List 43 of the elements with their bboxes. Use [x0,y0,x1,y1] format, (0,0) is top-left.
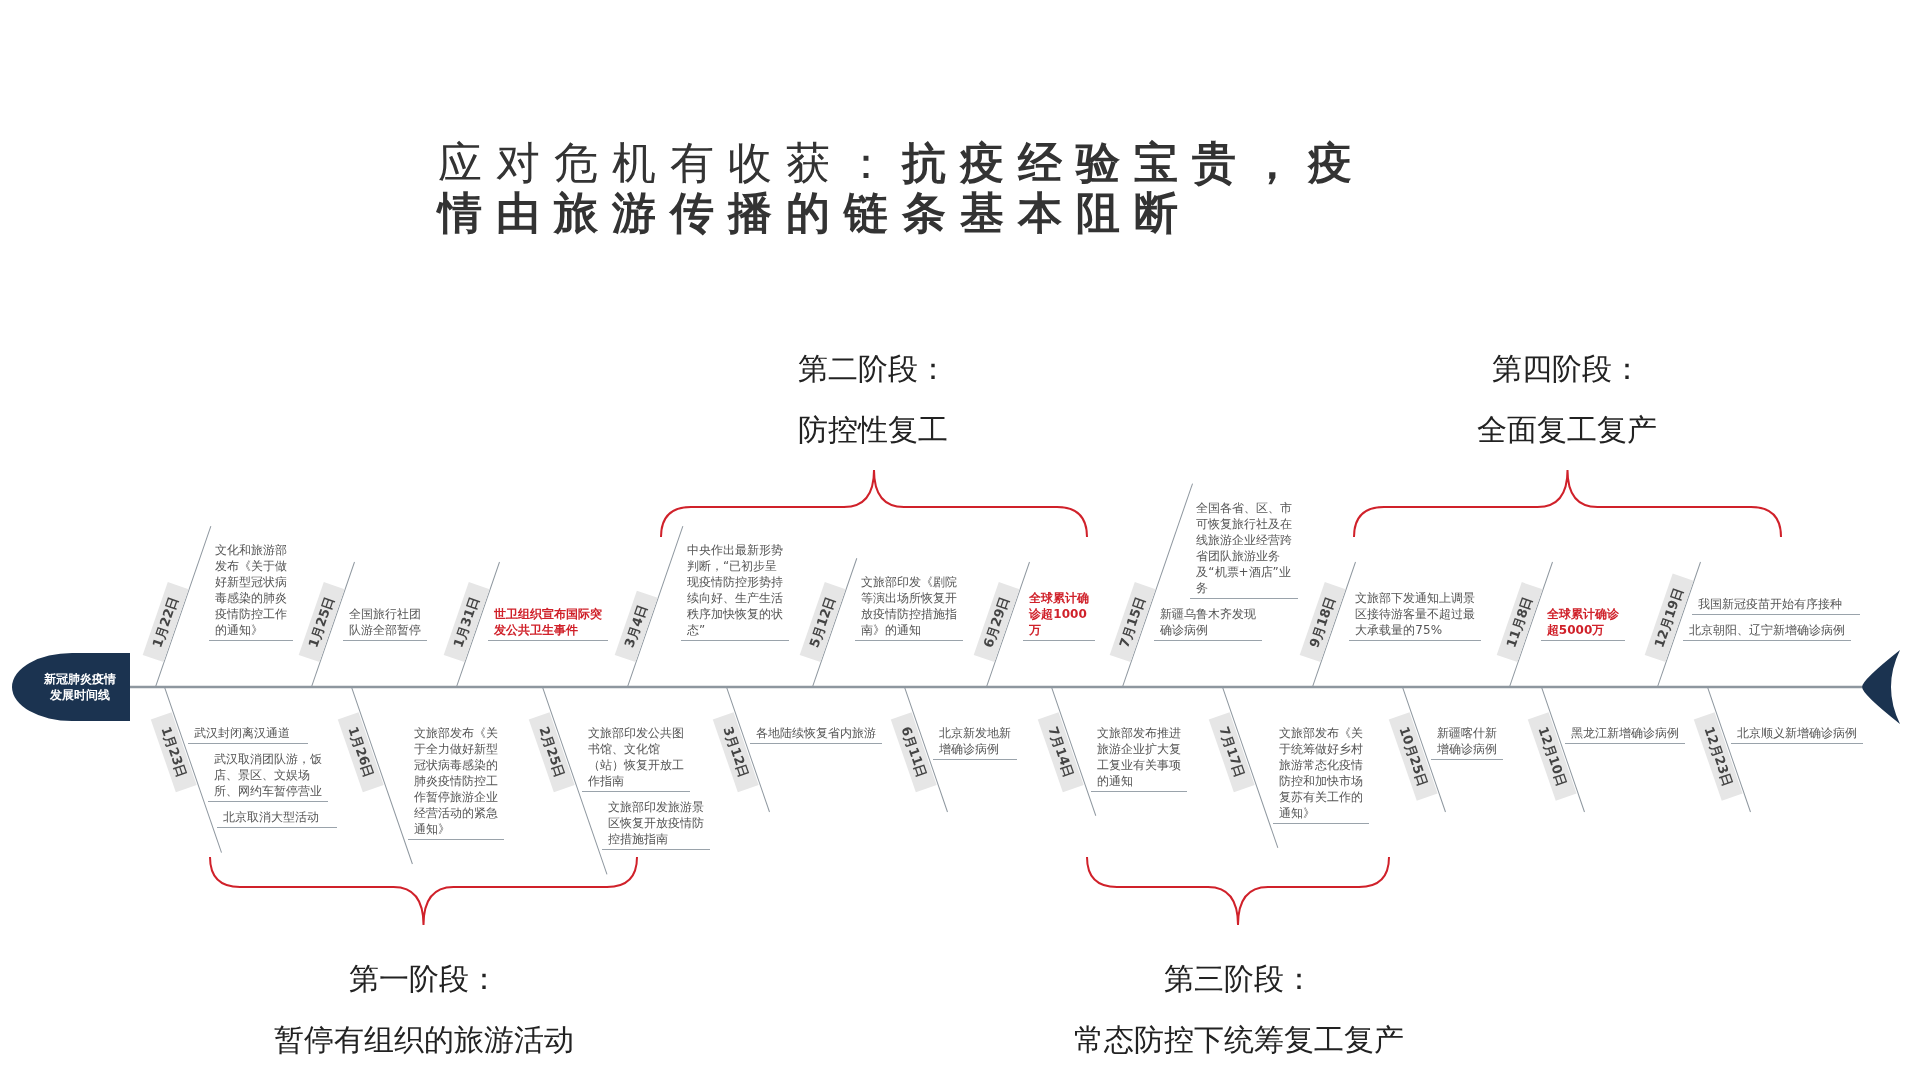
date-branch: 7月14日 [1029,687,1097,824]
timeline-head-shape: 新冠肺炎疫情发展时间线 [12,653,130,721]
date-branch: 1月22日 [133,518,212,687]
timeline-spine-line [130,685,1862,689]
event-text: 全国旅行社团队游全部暂停 [342,606,427,641]
date-branch: 7月17日 [1200,687,1279,856]
date-branch: 3月4日 [605,518,684,687]
event-text: 文旅部发布《关于全力做好新型冠状病毒感染的肺炎疫情防控工作暂停旅游企业经营活动的紧急通知》 [407,725,504,840]
event-text: 全球累计确诊超5000万 [1540,606,1625,641]
event-text: 中央作出最新形势判断，“已初步呈现疫情防控形势持续向好、生产生活秩序加快恢复的状态” [680,542,789,641]
event-text: 全球累计确诊超1000万 [1023,590,1096,641]
phase-heading: 第四阶段： [1492,350,1642,388]
event-text: 文旅部印发旅游景区恢复开放疫情防控措施指南 [602,799,711,850]
event-text: 黑龙江新增确诊病例 [1564,725,1685,744]
event-text: 新疆乌鲁木齐发现确诊病例 [1153,606,1262,641]
event-text: 新疆喀什新增确诊病例 [1431,725,1504,760]
event-text: 文旅部印发《剧院等演出场所恢复开放疫情防控措施指南》的通知 [854,574,963,641]
event-text: 世卫组织宣布国际突发公共卫生事件 [487,606,608,641]
phase-name: 常态防控下统筹复工复产 [1074,1021,1404,1059]
slide-title: 应对危机有收获：抗疫经验宝贵，疫情由旅游传播的链条基本阻断 [438,138,1367,238]
phase-heading: 第二阶段： [798,350,948,388]
event-text: 北京取消大型活动 [216,809,337,828]
event-text: 全国各省、区、市可恢复旅行社及在线旅游企业经营跨省团队旅游业务及“机票+酒店”业务 [1190,500,1299,599]
event-text: 文旅部下发通知上调景区接待游客量不超过最大承载量的75% [1349,590,1482,641]
date-branch: 5月12日 [790,550,858,687]
event-text: 北京朝阳、辽宁新增确诊病例 [1683,622,1852,641]
event-text: 我国新冠疫苗开始有序接种 [1692,596,1861,615]
phase-heading: 第三阶段： [1164,960,1314,998]
phase-name: 防控性复工 [798,411,948,449]
fish-tail-shape [1862,650,1900,724]
event-text: 武汉封闭离汉通道 [187,725,308,744]
event-text: 北京新发地新增确诊病例 [933,725,1018,760]
event-text: 文旅部发布《关于统筹做好乡村旅游常态化疫情防控和加快市场复苏有关工作的通知》 [1273,725,1370,824]
phase-name: 暂停有组织的旅游活动 [274,1021,574,1059]
event-text: 武汉取消团队游，饭店、景区、文娱场所、网约车暂停营业 [207,751,328,802]
phase-name: 全面复工复产 [1477,411,1657,449]
event-text: 各地陆续恢复省内旅游 [749,725,882,744]
phase-heading: 第一阶段： [349,960,499,998]
event-text: 文旅部印发公共图书馆、文化馆（站）恢复开放工作指南 [582,725,691,792]
event-text: 文化和旅游部发布《关于做好新型冠状病毒感染的肺炎疫情防控工作的通知》 [208,542,293,641]
event-text: 文旅部发布推进旅游企业扩大复工复业有关事项的通知 [1091,725,1188,792]
date-branch: 1月26日 [329,687,413,872]
event-text: 北京顺义新增确诊病例 [1730,725,1863,744]
